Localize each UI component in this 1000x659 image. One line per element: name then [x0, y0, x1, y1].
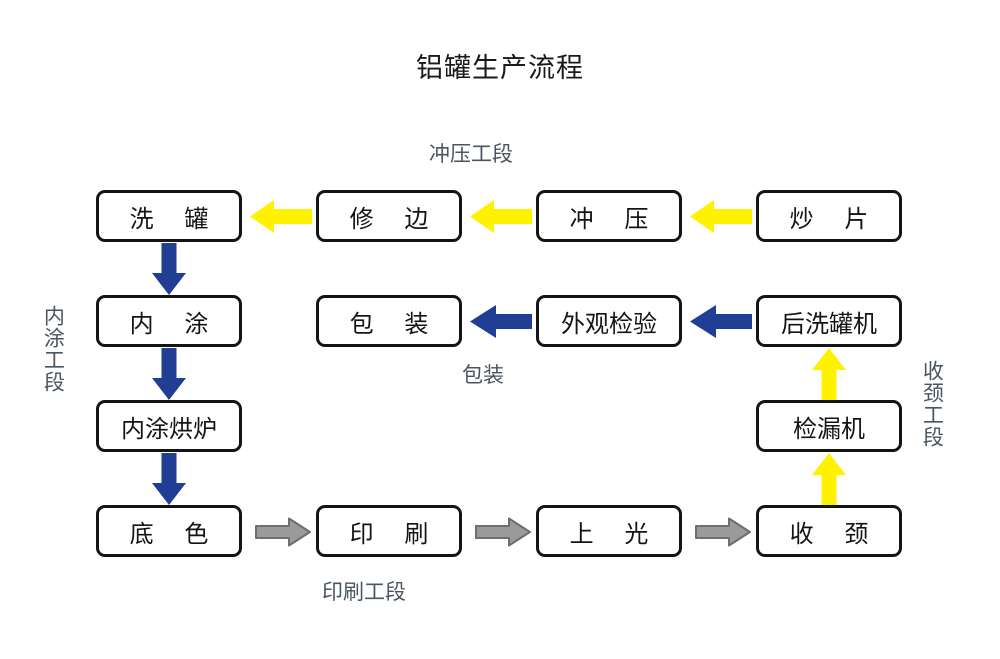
- node-inner-coat-oven[interactable]: 内涂烘炉: [96, 400, 242, 452]
- stage-label-necking: 收颈工段: [920, 360, 944, 448]
- node-varnish[interactable]: 上 光: [536, 505, 682, 557]
- arrow-punch-to-trim: [470, 200, 532, 233]
- node-leak-tester[interactable]: 检漏机: [756, 400, 902, 452]
- node-packing[interactable]: 包 装: [316, 295, 462, 347]
- node-trim[interactable]: 修 边: [316, 190, 462, 242]
- page-title: 铝罐生产流程: [416, 53, 584, 83]
- node-appearance-check[interactable]: 外观检验: [536, 295, 682, 347]
- node-inner-coat[interactable]: 内 涂: [96, 295, 242, 347]
- node-blank[interactable]: 炒 片: [756, 190, 902, 242]
- arrow-trim-to-wash-can: [250, 200, 312, 233]
- arrow-printing-to-varnish: [475, 517, 531, 547]
- node-punch[interactable]: 冲 压: [536, 190, 682, 242]
- node-printing[interactable]: 印 刷: [316, 505, 462, 557]
- arrow-rear-washer-to-appearance-check: [690, 305, 752, 338]
- arrow-base-color-to-printing: [255, 517, 311, 547]
- arrow-wash-can-to-inner-coat: [152, 243, 186, 295]
- stage-label-punching: 冲压工段: [429, 143, 513, 166]
- arrow-necking-to-leak-tester: [812, 453, 846, 505]
- stage-label-printing: 印刷工段: [322, 581, 406, 604]
- arrow-leak-tester-to-rear-washer: [812, 348, 846, 400]
- node-base-color[interactable]: 底 色: [96, 505, 242, 557]
- arrow-inner-coat-to-oven: [152, 348, 186, 400]
- stage-label-inner-coating: 内涂工段: [41, 305, 65, 393]
- node-wash-can[interactable]: 洗 罐: [96, 190, 242, 242]
- node-rear-washer[interactable]: 后洗罐机: [756, 295, 902, 347]
- stage-label-packaging: 包装: [462, 364, 504, 387]
- node-necking[interactable]: 收 颈: [756, 505, 902, 557]
- arrow-blank-to-punch: [690, 200, 752, 233]
- arrow-oven-to-base-color: [152, 453, 186, 505]
- arrow-varnish-to-necking: [695, 517, 751, 547]
- arrow-appearance-check-to-packing: [470, 305, 532, 338]
